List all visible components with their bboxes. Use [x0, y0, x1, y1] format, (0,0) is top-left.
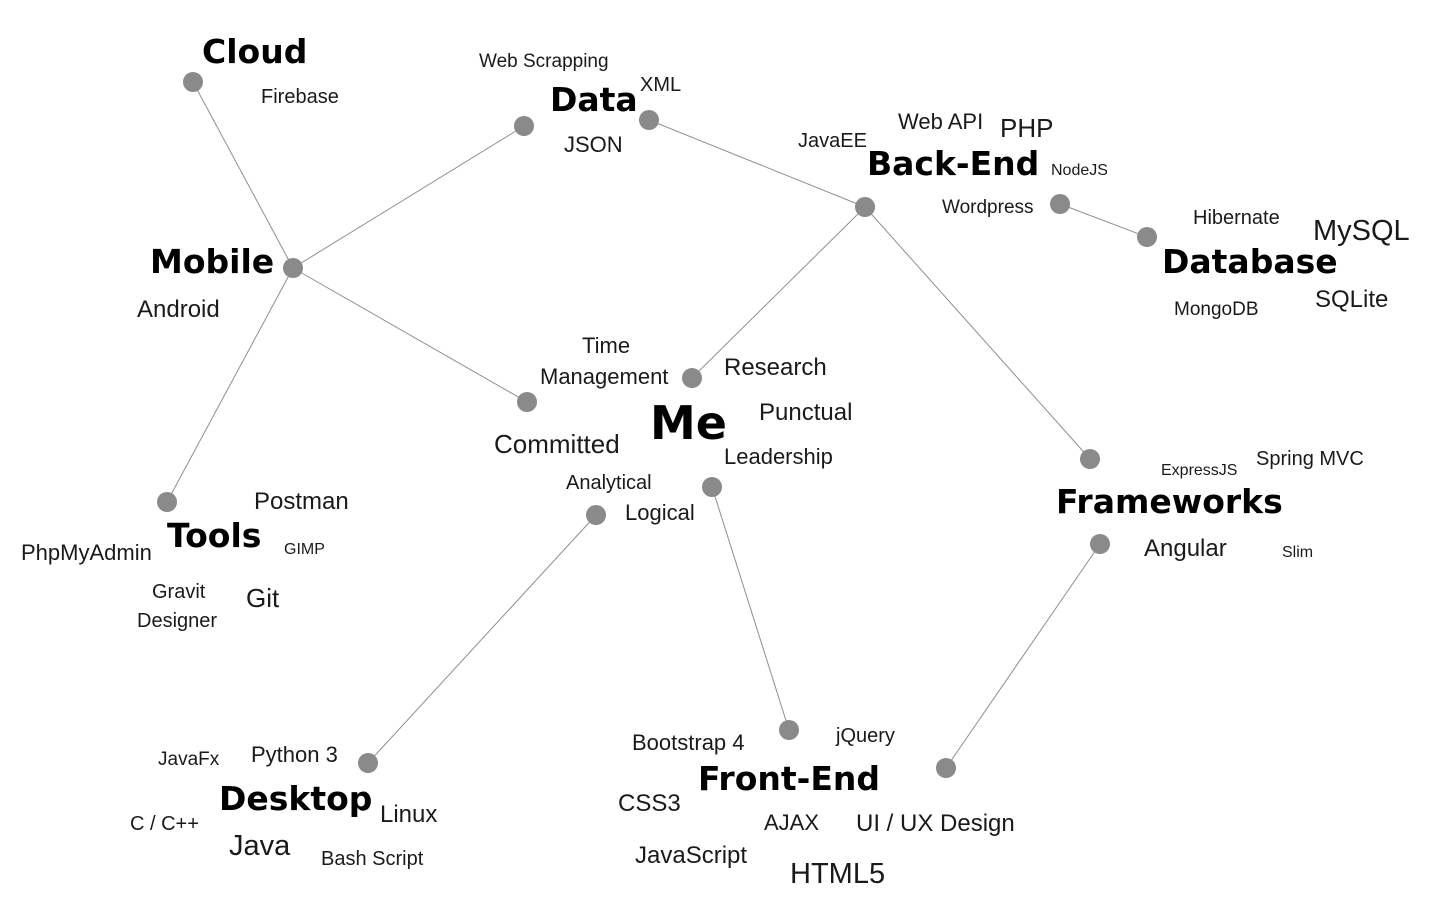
- node-desktop[interactable]: [358, 753, 378, 773]
- skill-javaee: JavaEE: [798, 130, 867, 152]
- skill-git: Git: [246, 583, 280, 613]
- category-back-end: Back-End: [867, 144, 1040, 183]
- edge-cloud-mobile: [192, 81, 294, 269]
- edge-frameworks-frontend: [945, 543, 1101, 769]
- skill-mongodb: MongoDB: [1174, 299, 1259, 320]
- node-back-end[interactable]: [855, 197, 875, 217]
- skill-python3: Python 3: [251, 742, 338, 767]
- skill-javascript: JavaScript: [635, 842, 748, 869]
- edge-data-mobile: [292, 125, 525, 269]
- node-frameworks[interactable]: [1080, 449, 1100, 469]
- edge-backend-frameworks: [864, 206, 1091, 460]
- node-data[interactable]: [514, 116, 534, 136]
- skill-wordpress: Wordpress: [942, 197, 1034, 218]
- skill-bash-script: Bash Script: [321, 848, 424, 870]
- skill-jquery: jQuery: [836, 725, 895, 747]
- node-mobile[interactable]: [283, 258, 303, 278]
- skill-firebase: Firebase: [261, 86, 339, 108]
- skill-analytical: Analytical: [566, 472, 652, 494]
- node-me-top[interactable]: [682, 368, 702, 388]
- skill-linux: Linux: [380, 801, 438, 828]
- category-cloud: Cloud: [202, 32, 308, 71]
- skill-css3: CSS3: [618, 790, 681, 817]
- skill-nodejs: NodeJS: [1051, 162, 1108, 179]
- skill-java: Java: [229, 830, 291, 862]
- skill-management: Management: [540, 364, 669, 389]
- skill-spring-mvc: Spring MVC: [1256, 448, 1364, 470]
- edge-data-backend: [648, 119, 866, 208]
- skill-research: Research: [724, 354, 827, 381]
- edge-me-frontend: [711, 486, 790, 731]
- skill-c-cpp: C / C++: [130, 813, 199, 835]
- central-label-me: Me: [650, 396, 727, 450]
- skill-gimp: GIMP: [284, 541, 325, 558]
- edge-mobile-me: [292, 267, 528, 403]
- node-me-right[interactable]: [702, 477, 722, 497]
- skill-leadership: Leadership: [724, 444, 833, 469]
- skill-phpmyadmin: PhpMyAdmin: [21, 540, 152, 565]
- node-cloud[interactable]: [183, 72, 203, 92]
- category-frameworks: Frameworks: [1056, 482, 1283, 521]
- skill-javafx: JavaFx: [158, 749, 220, 770]
- skill-ajax: AJAX: [764, 810, 820, 835]
- edge-mobile-tools: [166, 267, 294, 503]
- skill-angular: Angular: [1144, 535, 1227, 562]
- edge-me-desktop: [367, 514, 597, 764]
- node-back-end-right[interactable]: [1050, 194, 1070, 214]
- skill-slim: Slim: [1282, 544, 1314, 561]
- skill-json: JSON: [564, 132, 623, 157]
- edge-backend-me: [691, 206, 866, 379]
- skill-android: Android: [137, 296, 220, 323]
- skill-php: PHP: [1000, 113, 1054, 143]
- skill-expressjs: ExpressJS: [1161, 462, 1238, 479]
- node-front-end[interactable]: [779, 720, 799, 740]
- node-data-right[interactable]: [639, 110, 659, 130]
- category-desktop: Desktop: [219, 779, 373, 818]
- skill-xml: XML: [640, 74, 682, 96]
- category-mobile: Mobile: [150, 242, 275, 281]
- category-tools: Tools: [167, 516, 262, 555]
- node-tools[interactable]: [157, 492, 177, 512]
- edge-backend-database: [1059, 203, 1148, 238]
- node-me-left[interactable]: [517, 392, 537, 412]
- skill-logical: Logical: [625, 500, 695, 525]
- skill-gravit: Gravit: [152, 581, 206, 603]
- skill-web-scrapping: Web Scrapping: [479, 51, 609, 72]
- skill-committed: Committed: [494, 429, 620, 459]
- skill-time: Time: [582, 333, 631, 358]
- skill-bootstrap4: Bootstrap 4: [632, 730, 745, 755]
- category-database: Database: [1162, 242, 1338, 281]
- category-front-end: Front-End: [698, 759, 880, 798]
- node-database[interactable]: [1137, 227, 1157, 247]
- skill-web-api: Web API: [898, 109, 984, 134]
- skill-ui-ux-design: UI / UX Design: [856, 810, 1015, 837]
- node-front-end-right[interactable]: [936, 758, 956, 778]
- node-me-bottom[interactable]: [586, 505, 606, 525]
- skill-sqlite: SQLite: [1315, 286, 1389, 313]
- category-data: Data: [550, 80, 638, 119]
- skill-html5: HTML5: [790, 858, 886, 890]
- skill-punctual: Punctual: [759, 399, 853, 426]
- skill-postman: Postman: [254, 488, 349, 515]
- node-frameworks-bottom[interactable]: [1090, 534, 1110, 554]
- skill-mysql: MySQL: [1313, 215, 1410, 247]
- skill-designer: Designer: [137, 610, 218, 632]
- skill-hibernate: Hibernate: [1193, 207, 1280, 229]
